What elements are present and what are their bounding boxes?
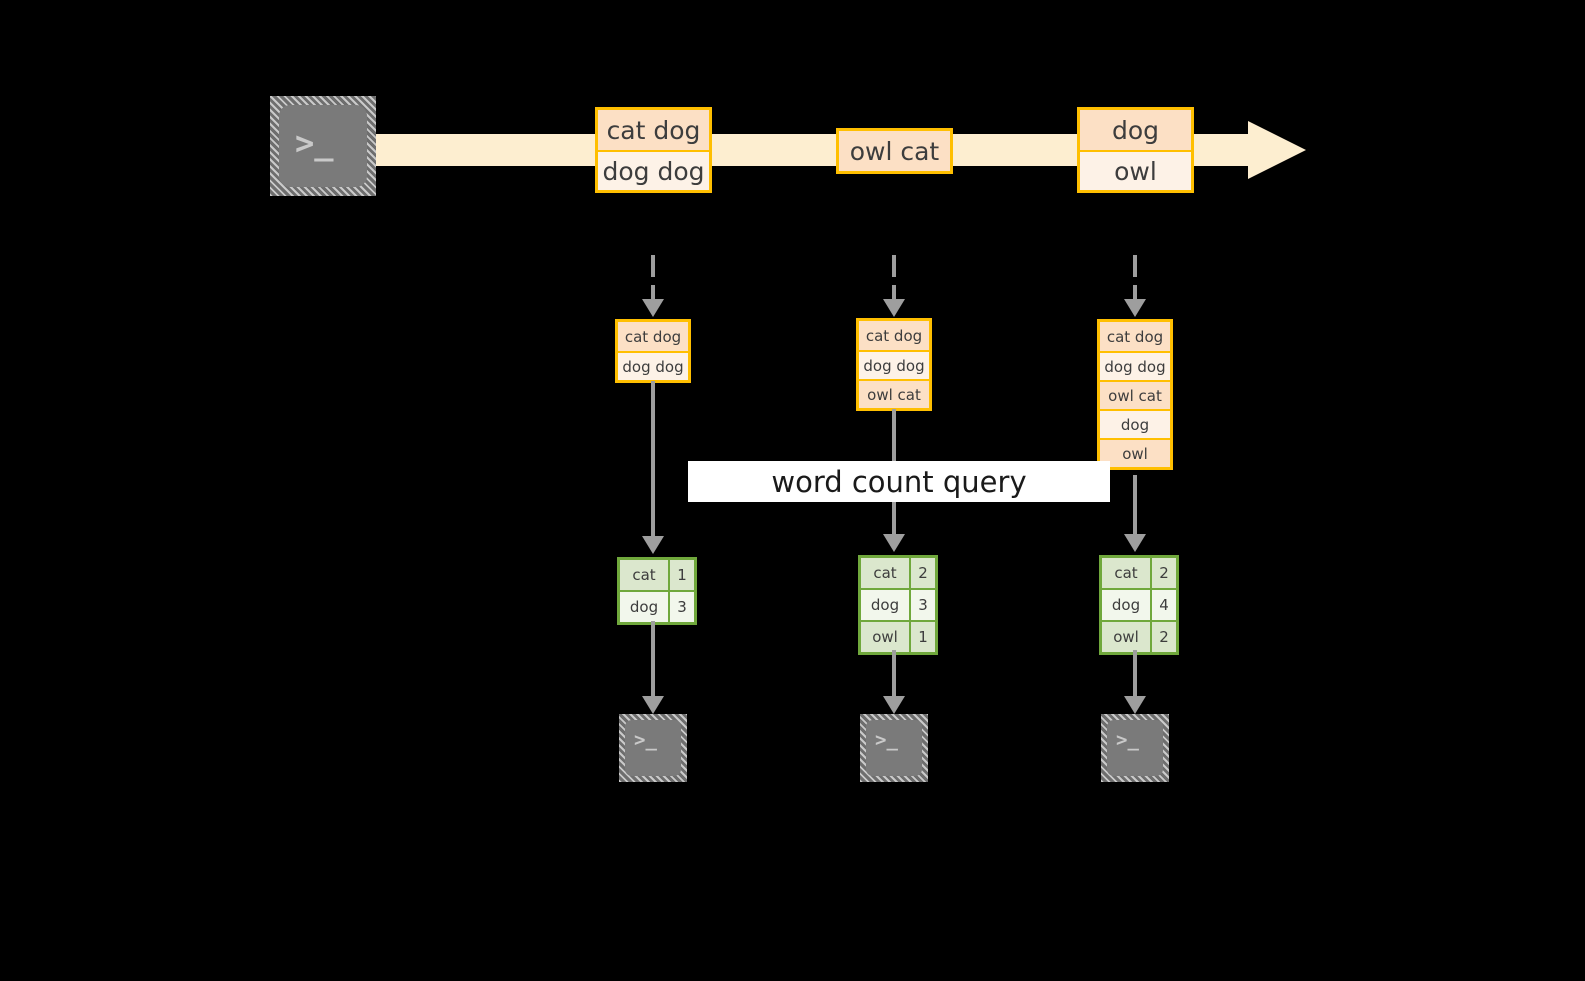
source-terminal-icon[interactable]: >_ <box>270 96 376 196</box>
sink-terminal-icon-3[interactable]: >_ <box>1101 714 1169 782</box>
result-word: owl <box>1102 622 1150 652</box>
sink-connector-3 <box>1133 650 1137 699</box>
query-connector-3 <box>1133 475 1137 539</box>
result-table-1[interactable]: cat 1 dog 3 <box>617 557 697 625</box>
query-connector-1 <box>651 381 655 539</box>
result-word: dog <box>1102 590 1150 620</box>
stream-event-line: owl <box>1080 150 1191 190</box>
result-count: 3 <box>668 592 694 622</box>
result-count: 2 <box>1150 622 1176 652</box>
table-row: cat 1 <box>620 560 694 590</box>
result-word: dog <box>620 592 668 622</box>
stream-event-line: dog dog <box>598 150 709 190</box>
arrowhead-icon-8 <box>883 696 905 714</box>
stream-event-line: dog <box>1080 110 1191 150</box>
stream-event-line: owl cat <box>839 131 950 171</box>
result-count: 4 <box>1150 590 1176 620</box>
result-word: cat <box>620 560 668 590</box>
arrowhead-icon-5 <box>883 534 905 552</box>
table-row: owl 1 <box>861 620 935 652</box>
dashed-connector-2 <box>892 255 896 277</box>
arrowhead-icon-1 <box>642 299 664 317</box>
stream-event-group-2[interactable]: owl cat <box>836 128 953 174</box>
result-count: 2 <box>909 558 935 588</box>
connector-1-stub <box>651 285 655 301</box>
snapshot-row: dog dog <box>618 351 688 380</box>
snapshot-row: owl <box>1100 438 1170 467</box>
snapshot-table-3[interactable]: cat dog dog dog owl cat dog owl <box>1097 319 1173 470</box>
result-count: 2 <box>1150 558 1176 588</box>
result-count: 1 <box>909 622 935 652</box>
query-label-text: word count query <box>771 464 1027 499</box>
result-table-2[interactable]: cat 2 dog 3 owl 1 <box>858 555 938 655</box>
query-label-banner: word count query <box>688 461 1110 502</box>
table-row: dog 4 <box>1102 588 1176 620</box>
result-word: cat <box>1102 558 1150 588</box>
snapshot-row: owl cat <box>859 379 929 408</box>
sink-connector-2 <box>892 650 896 699</box>
connector-3-stub <box>1133 285 1137 301</box>
result-word: owl <box>861 622 909 652</box>
dashed-connector-1 <box>651 255 655 277</box>
arrowhead-icon-4 <box>642 536 664 554</box>
terminal-screen: >_ <box>1107 720 1163 776</box>
arrowhead-icon-3 <box>1124 299 1146 317</box>
connector-2-stub <box>892 285 896 301</box>
terminal-screen: >_ <box>625 720 681 776</box>
snapshot-row: cat dog <box>618 322 688 351</box>
result-count: 1 <box>668 560 694 590</box>
table-row: dog 3 <box>620 590 694 622</box>
terminal-prompt-glyph: >_ <box>634 729 657 751</box>
snapshot-table-2[interactable]: cat dog dog dog owl cat <box>856 318 932 411</box>
dashed-connector-3 <box>1133 255 1137 277</box>
result-table-3[interactable]: cat 2 dog 4 owl 2 <box>1099 555 1179 655</box>
stream-event-group-3[interactable]: dog owl <box>1077 107 1194 193</box>
arrowhead-icon-9 <box>1124 696 1146 714</box>
arrowhead-icon-6 <box>1124 534 1146 552</box>
table-row: owl 2 <box>1102 620 1176 652</box>
stream-event-group-1[interactable]: cat dog dog dog <box>595 107 712 193</box>
snapshot-table-1[interactable]: cat dog dog dog <box>615 319 691 383</box>
snapshot-row: dog dog <box>1100 351 1170 380</box>
snapshot-row: dog dog <box>859 350 929 379</box>
arrowhead-icon-2 <box>883 299 905 317</box>
sink-terminal-icon-1[interactable]: >_ <box>619 714 687 782</box>
stream-event-line: cat dog <box>598 110 709 150</box>
sink-terminal-icon-2[interactable]: >_ <box>860 714 928 782</box>
snapshot-row: owl cat <box>1100 380 1170 409</box>
terminal-prompt-glyph: >_ <box>1116 729 1139 751</box>
table-row: cat 2 <box>1102 558 1176 588</box>
snapshot-row: cat dog <box>1100 322 1170 351</box>
arrowhead-icon-7 <box>642 696 664 714</box>
terminal-prompt-glyph: >_ <box>875 729 898 751</box>
stream-arrowhead-icon <box>1248 121 1306 179</box>
result-count: 3 <box>909 590 935 620</box>
terminal-screen: >_ <box>866 720 922 776</box>
snapshot-row: cat dog <box>859 321 929 350</box>
sink-connector-1 <box>651 621 655 699</box>
snapshot-row: dog <box>1100 409 1170 438</box>
terminal-prompt-glyph: >_ <box>295 124 334 162</box>
result-word: cat <box>861 558 909 588</box>
terminal-screen: >_ <box>279 105 367 187</box>
result-word: dog <box>861 590 909 620</box>
table-row: cat 2 <box>861 558 935 588</box>
table-row: dog 3 <box>861 588 935 620</box>
